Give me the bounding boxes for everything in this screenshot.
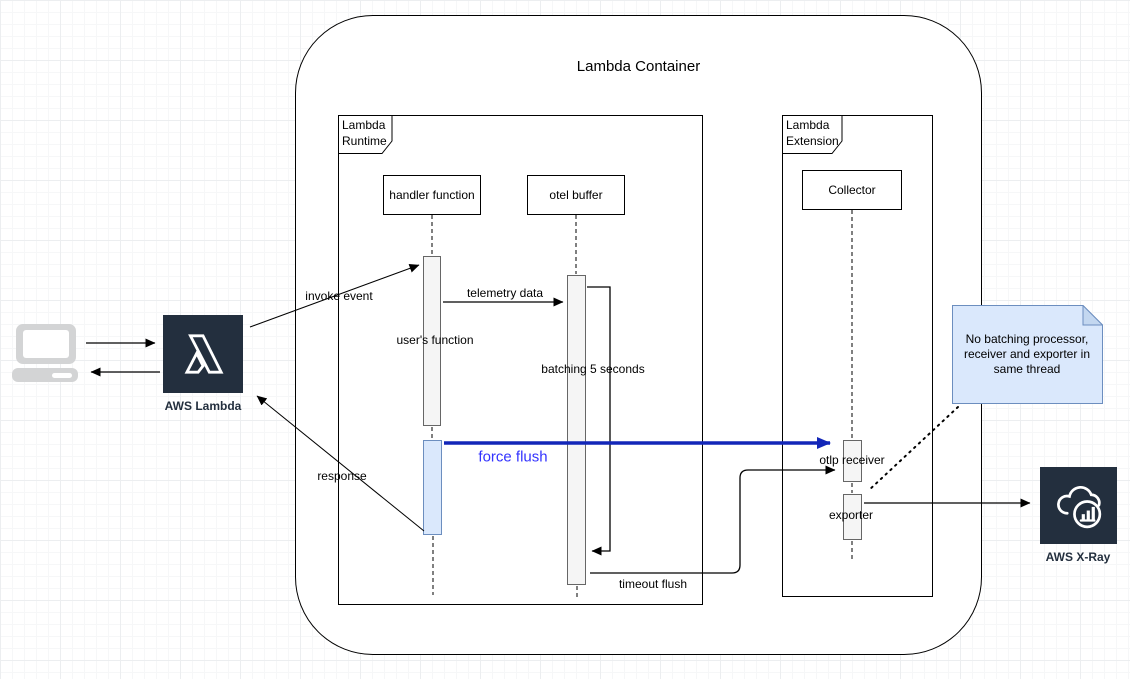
lambda-extension-frame[interactable] bbox=[782, 115, 933, 597]
otel-buffer-box[interactable]: otel buffer bbox=[527, 175, 625, 215]
note-text: No batching processor, receiver and expo… bbox=[963, 332, 1091, 376]
runtime-frame-label: Lambda Runtime bbox=[342, 118, 387, 148]
aws-lambda-caption: AWS Lambda bbox=[164, 399, 242, 413]
otel-activation-bar[interactable] bbox=[567, 275, 586, 585]
timeout-flush-label: timeout flush bbox=[618, 577, 688, 591]
telemetry-data-label: telemetry data bbox=[466, 286, 544, 300]
aws-xray-caption: AWS X-Ray bbox=[1045, 550, 1111, 564]
lambda-container-title: Lambda Container bbox=[576, 58, 701, 75]
batching-label: batching 5 seconds bbox=[541, 362, 645, 376]
lambda-icon bbox=[184, 334, 224, 374]
otlp-receiver-activation-bar[interactable] bbox=[843, 440, 862, 482]
lambda-runtime-frame[interactable] bbox=[338, 115, 703, 605]
force-flush-label: force flush bbox=[478, 448, 548, 466]
handler-function-box[interactable]: handler function bbox=[383, 175, 481, 215]
note-shape[interactable]: No batching processor, receiver and expo… bbox=[952, 304, 1104, 404]
note-background bbox=[952, 304, 1104, 404]
aws-lambda-node[interactable] bbox=[163, 315, 243, 393]
aws-xray-node[interactable] bbox=[1040, 467, 1117, 544]
note-fold-corner bbox=[1082, 304, 1104, 326]
force-flush-activation-bar[interactable] bbox=[423, 440, 442, 535]
xray-cloud-chart-icon bbox=[1056, 485, 1101, 528]
handler-function-label: handler function bbox=[389, 188, 475, 202]
collector-box[interactable]: Collector bbox=[802, 170, 902, 210]
laptop-icon bbox=[16, 324, 76, 364]
invoke-event-label: invoke event bbox=[305, 289, 373, 303]
otlp-receiver-label: otlp receiver bbox=[819, 453, 885, 467]
otel-buffer-label: otel buffer bbox=[549, 188, 603, 202]
extension-frame-label: Lambda Extension bbox=[786, 118, 839, 148]
response-label: response bbox=[317, 469, 367, 483]
client-computer-node[interactable] bbox=[12, 324, 80, 386]
exporter-label: exporter bbox=[828, 508, 874, 522]
collector-label: Collector bbox=[828, 183, 876, 197]
exporter-activation-bar[interactable] bbox=[843, 494, 862, 540]
users-function-label: user's function bbox=[396, 333, 474, 347]
